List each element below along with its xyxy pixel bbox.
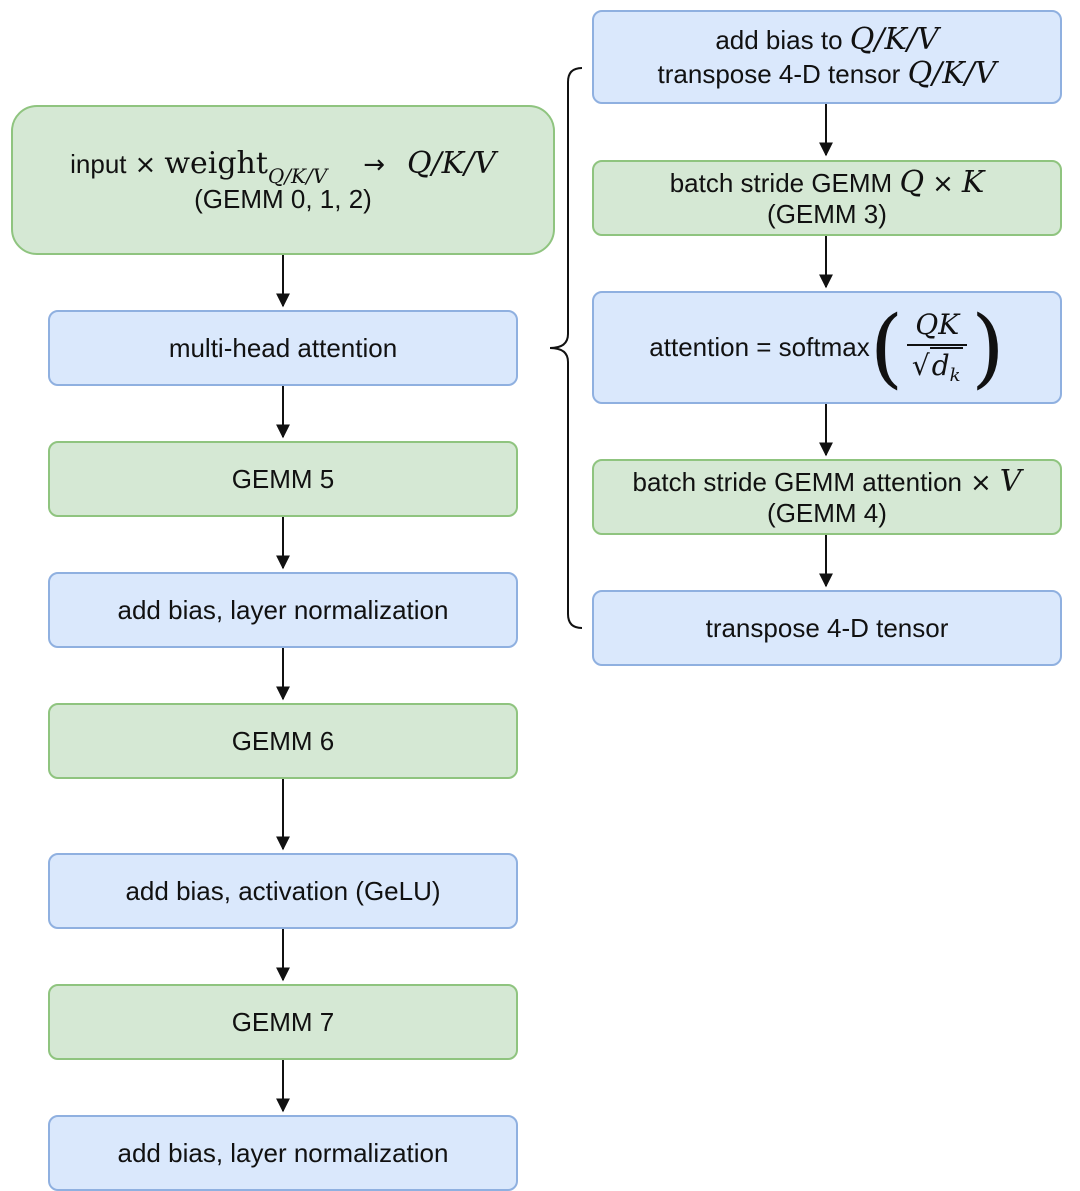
mha-label: multi-head attention	[168, 332, 398, 363]
curly-brace	[549, 67, 583, 629]
left-paren: (	[869, 297, 904, 398]
gemm6-label: GEMM 6	[231, 725, 335, 756]
weight-subscript: Q/K/V	[267, 164, 328, 188]
node-input-weight-gemm: input×weightQ/K/V→Q/K/V (GEMM 0, 1, 2)	[11, 105, 555, 255]
label-weight: weight	[164, 146, 268, 181]
node-gemm6: GEMM 6	[48, 703, 518, 779]
sqrt-symbol: √	[911, 348, 930, 382]
transpose-text: transpose 4-D tensor	[657, 59, 901, 89]
node-gemm3: batch stride GEMM Q×K (GEMM 3)	[592, 160, 1062, 236]
result-qkv: Q/K/V	[406, 146, 496, 181]
gemm4-line-1: batch stride GEMM attention ×V	[632, 463, 1022, 500]
add-bias-line-2: transpose 4-D tensor Q/K/V	[657, 56, 997, 92]
gemm4-v: V	[999, 463, 1022, 499]
node-gemm4: batch stride GEMM attention ×V (GEMM 4)	[592, 459, 1062, 535]
gemm3-caption: (GEMM 3)	[767, 199, 887, 230]
node-multi-head-attention: multi-head attention	[48, 310, 518, 386]
add-bias-qkv: Q/K/V	[849, 21, 939, 57]
fraction-numerator: QK	[907, 307, 968, 346]
times-symbol: ×	[134, 150, 157, 180]
bias-ln-2-label: add bias, layer normalization	[117, 1137, 449, 1168]
node-gemm7: GEMM 7	[48, 984, 518, 1060]
node-gemm5: GEMM 5	[48, 441, 518, 517]
node-add-bias-activation: add bias, activation (GeLU)	[48, 853, 518, 929]
transpose-qkv: Q/K/V	[907, 56, 997, 91]
gemm3-k: K	[961, 164, 985, 200]
node-add-bias-layernorm-2: add bias, layer normalization	[48, 1115, 518, 1191]
softmax-fraction: QK √dk	[907, 307, 968, 389]
transpose-label: transpose 4-D tensor	[705, 612, 949, 643]
gemm4-caption: (GEMM 4)	[767, 498, 887, 529]
attention-text: attention = softmax	[649, 332, 870, 363]
label-input: input	[70, 149, 127, 179]
gemm5-label: GEMM 5	[231, 463, 335, 494]
input-weight-formula: input×weightQ/K/V→Q/K/V	[70, 145, 496, 188]
node-attention-softmax: attention = softmax ( QK √dk )	[592, 291, 1062, 404]
denominator-k: k	[949, 365, 961, 387]
node-add-bias-layernorm-1: add bias, layer normalization	[48, 572, 518, 648]
node-add-bias-transpose-qkv: add bias to Q/K/V transpose 4-D tensor Q…	[592, 10, 1062, 104]
bias-ln-1-label: add bias, layer normalization	[117, 594, 449, 625]
node-transpose-4d: transpose 4-D tensor	[592, 590, 1062, 666]
denominator-d: d	[931, 348, 950, 382]
right-arrow-symbol: →	[363, 150, 385, 180]
gemm3-times: ×	[932, 168, 954, 199]
gemm4-text: batch stride GEMM attention	[632, 466, 962, 497]
add-bias-text: add bias to	[715, 24, 843, 55]
add-bias-line-1: add bias to Q/K/V	[715, 21, 939, 58]
gemm3-q: Q	[899, 164, 925, 200]
bias-act-label: add bias, activation (GeLU)	[125, 875, 441, 906]
input-caption: (GEMM 0, 1, 2)	[194, 183, 372, 214]
fraction-denominator: √dk	[912, 346, 963, 389]
gemm4-times: ×	[970, 467, 992, 498]
gemm3-text: batch stride GEMM	[669, 167, 893, 198]
right-paren: )	[971, 297, 1005, 398]
gemm3-line-1: batch stride GEMM Q×K	[669, 164, 985, 201]
gemm7-label: GEMM 7	[231, 1006, 335, 1037]
